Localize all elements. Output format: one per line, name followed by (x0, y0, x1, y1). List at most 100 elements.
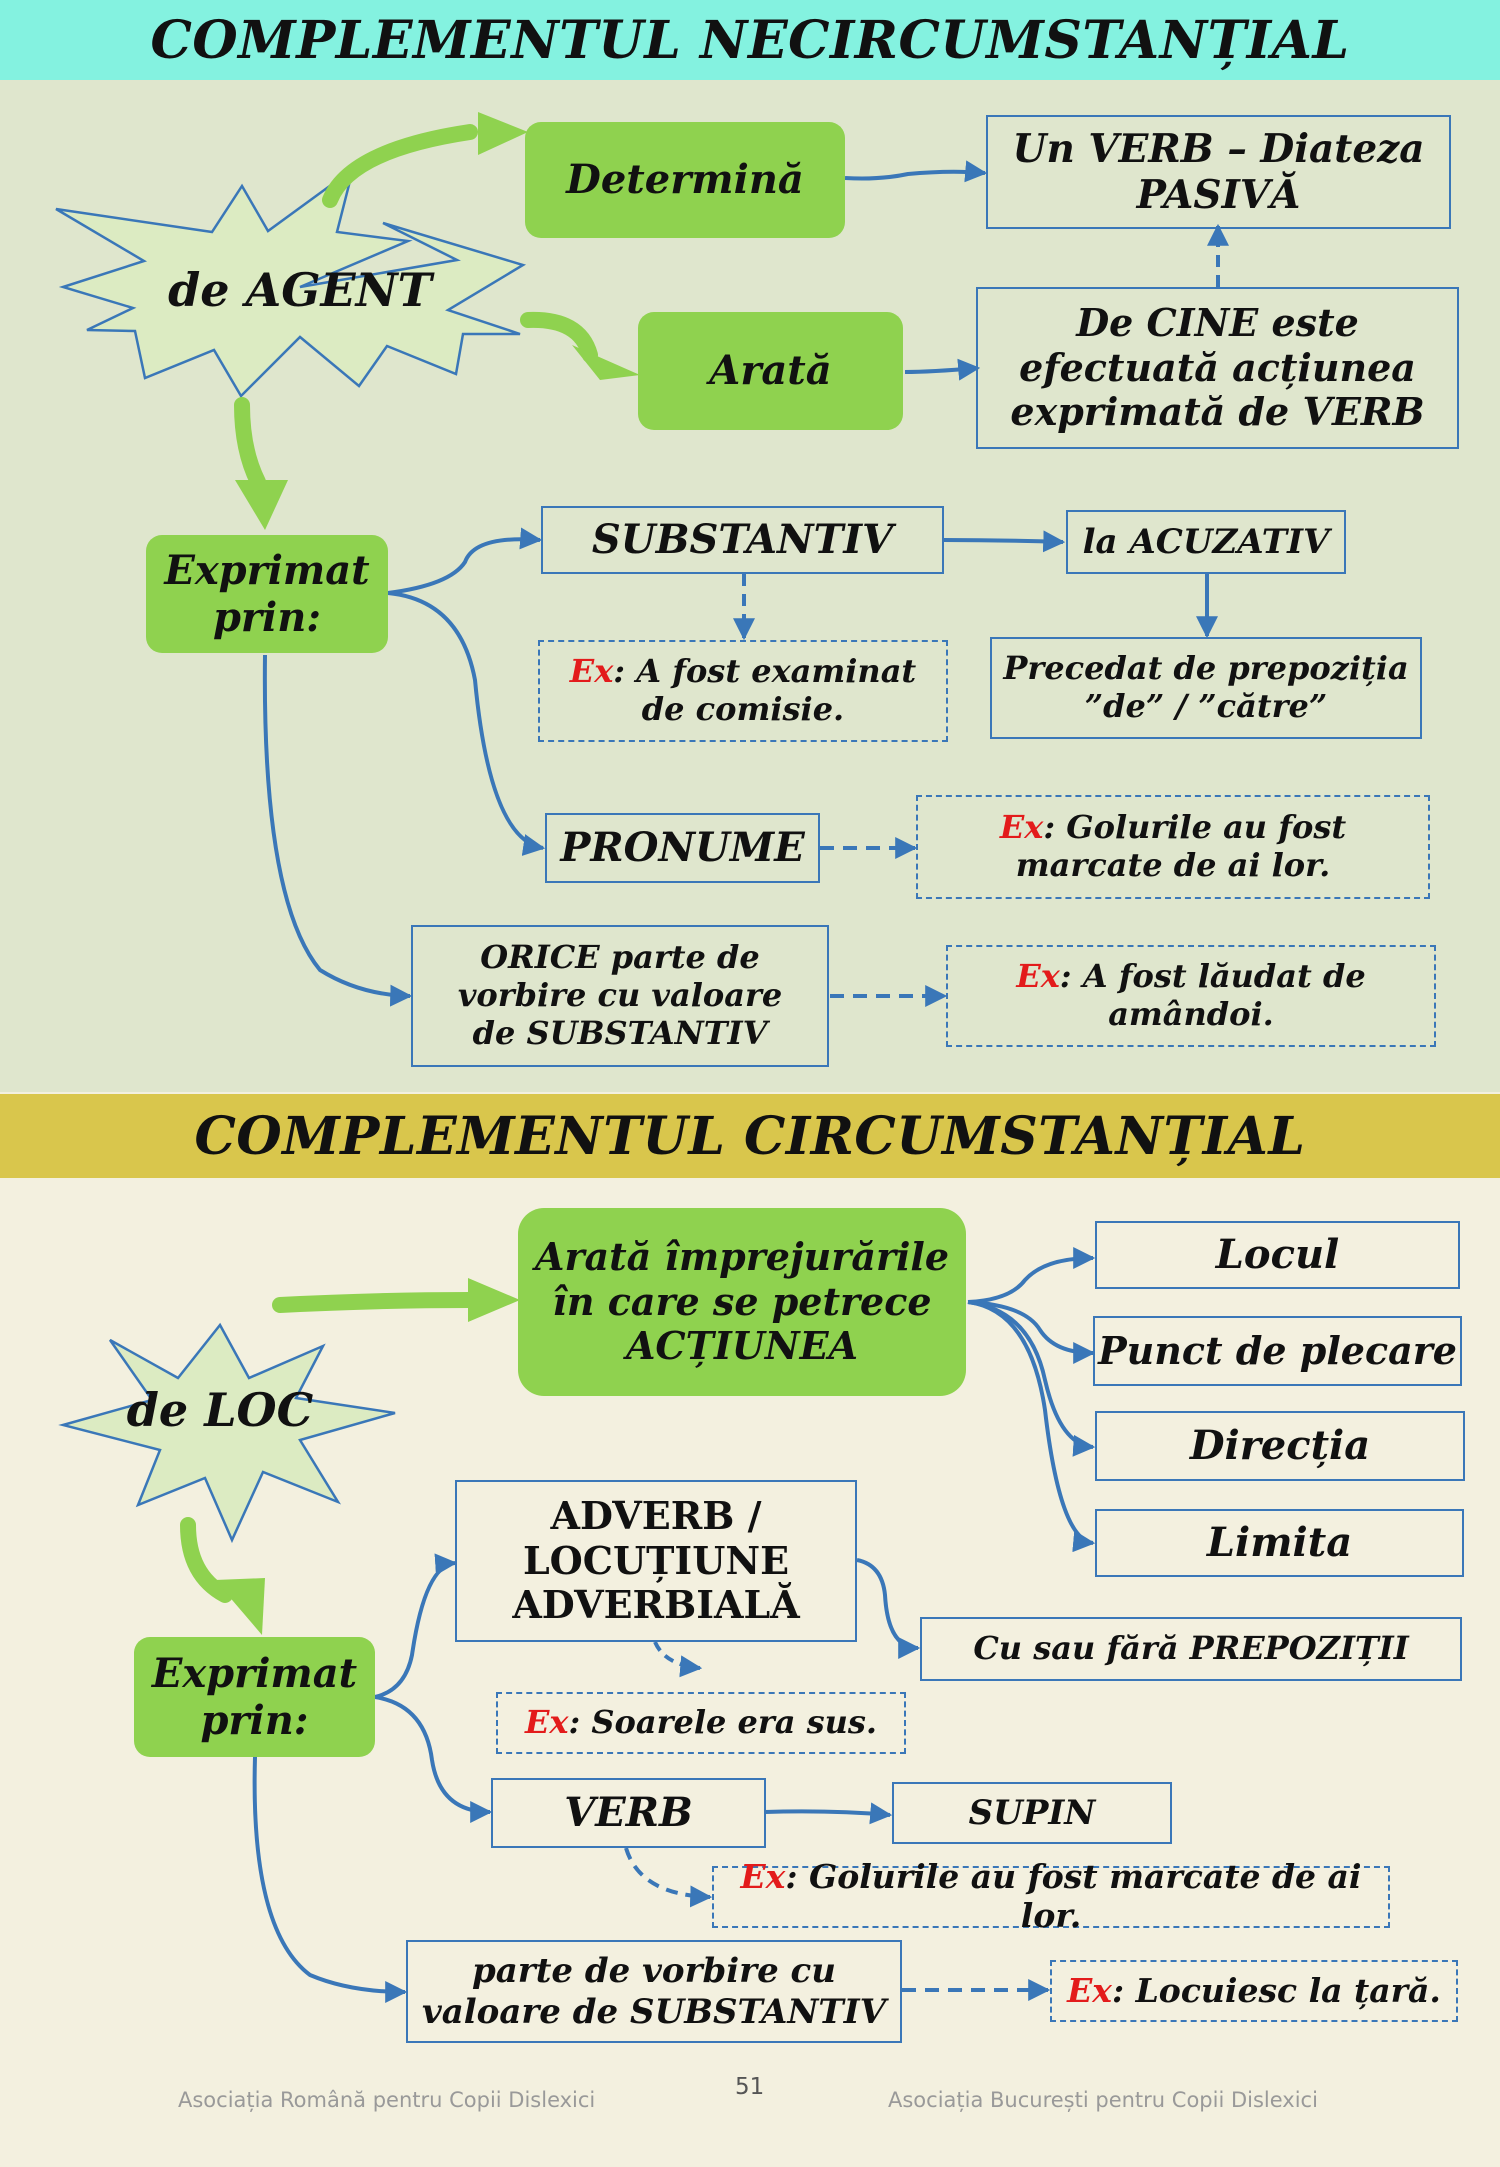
limita-label: Limita (1206, 1519, 1353, 1567)
line-arata-limita (967, 1300, 1096, 1553)
substantiv-label: SUBSTANTIV (591, 516, 894, 564)
orice-node: ORICE parte de vorbire cu valoare de SUB… (411, 925, 829, 1067)
prepozitii-label: Cu sau fără PREPOZIȚII (973, 1629, 1409, 1668)
la-acuzativ-label: la ACUZATIV (1082, 521, 1330, 562)
arrowhead-determina (478, 112, 528, 155)
adverb-node: ADVERB / LOCUȚIUNE ADVERBIALĂ (455, 1480, 857, 1642)
supin-node: SUPIN (892, 1782, 1172, 1844)
loc-star-outline (58, 1322, 396, 1544)
line-substantiv-acuzativ (943, 530, 1066, 553)
page-number: 51 (735, 2074, 765, 2100)
line-exprimat-adverb (374, 1553, 458, 1699)
line-arata-directia (967, 1300, 1096, 1457)
arrowhead-exprimat2 (215, 1578, 265, 1635)
pronume-node: PRONUME (545, 813, 820, 883)
arrowhead-exprimat1 (235, 480, 288, 530)
arrow-loc-exprimat (180, 1517, 233, 1603)
arrow-agent-exprimat (234, 397, 266, 490)
line-determina-verb (844, 160, 988, 183)
verb-node: VERB (491, 1778, 766, 1848)
arata-node: Arată (638, 312, 903, 430)
ex-adverb-text: Ex: Soarele era sus. (524, 1703, 877, 1742)
line-exprimat-orice (262, 654, 413, 1007)
determina-node: Determină (525, 122, 845, 238)
line-exprimat-parte (252, 1756, 408, 2003)
limita-node: Limita (1095, 1509, 1464, 1577)
ex-adverb-node: Ex: Soarele era sus. (496, 1692, 906, 1754)
ex-verb-text: Ex: Golurile au fost marcate de ai lor. (714, 1857, 1388, 1936)
section1-title: COMPLEMENTUL NECIRCUMSTANȚIAL (150, 9, 1350, 71)
ex-orice-node: Ex: A fost lăudat de amândoi. (946, 945, 1436, 1047)
verb-pasiva-label: Un VERB – Diateza PASIVĂ (1012, 125, 1425, 218)
ex-label: Ex (999, 808, 1044, 847)
de-cine-label: De CINE este efectuată acțiunea exprimat… (1010, 299, 1425, 435)
line-adverb-prepozitii (856, 1558, 921, 1659)
arata-imprejurarile-label: Arată împrejurările în care se petrece A… (534, 1233, 950, 1369)
line-exprimat-verb (374, 1695, 493, 1823)
verb-pasiva-node: Un VERB – Diateza PASIVĂ (986, 115, 1451, 229)
line-exprimat-substantiv (387, 527, 543, 595)
ex-orice-body: : A fost lăudat de amândoi. (1059, 957, 1366, 1033)
substantiv-node: SUBSTANTIV (541, 506, 944, 574)
line-verb-ex (624, 1847, 713, 1908)
determina-label: Determină (566, 156, 804, 204)
verb-label: VERB (564, 1789, 693, 1837)
ex-parte-node: Ex: Locuiesc la țară. (1050, 1960, 1458, 2022)
ex-label: Ex (524, 1703, 569, 1742)
ex-verb-body: : Golurile au fost marcate de ai lor. (785, 1857, 1362, 1935)
exprimat-node-2: Exprimat prin: (134, 1637, 375, 1757)
arrow-agent-determina (322, 124, 478, 208)
ex-substantiv-text: Ex: A fost examinat de comisie. (560, 652, 926, 729)
exprimat-label-1: Exprimat prin: (164, 546, 370, 641)
precedat-node: Precedat de prepoziția ”de” / ”către” (990, 637, 1422, 739)
line-arata-punct (967, 1300, 1096, 1364)
locul-node: Locul (1095, 1221, 1460, 1289)
ex-label: Ex (740, 1857, 786, 1897)
la-acuzativ-node: la ACUZATIV (1066, 510, 1346, 574)
section2-title: COMPLEMENTUL CIRCUMSTANȚIAL (194, 1105, 1306, 1167)
ex-pronume-text: Ex: Golurile au fost marcate de ai lor. (928, 808, 1418, 885)
arata-label: Arată (709, 347, 832, 395)
line-adverb-ex (653, 1641, 703, 1678)
arrowhead-arata (572, 345, 640, 380)
ex-substantiv-node: Ex: A fost examinat de comisie. (538, 640, 948, 742)
ex-orice-text: Ex: A fost lăudat de amândoi. (978, 957, 1404, 1034)
line-arata-locul (967, 1247, 1096, 1304)
ex-verb-node: Ex: Golurile au fost marcate de ai lor. (712, 1857, 1390, 1935)
line-arata-decine (904, 358, 981, 381)
ex-adverb-body: : Soarele era sus. (568, 1703, 877, 1742)
parte-node: parte de vorbire cu valoare de SUBSTANTI… (406, 1940, 902, 2043)
ex-parte-body: : Locuiesc la țară. (1111, 1970, 1441, 2010)
prepozitii-node: Cu sau fără PREPOZIȚII (920, 1617, 1462, 1681)
locul-label: Locul (1215, 1231, 1340, 1279)
supin-label: SUPIN (968, 1792, 1096, 1833)
punct-plecare-node: Punct de plecare (1093, 1316, 1462, 1386)
loc-star-label: de LOC (126, 1383, 314, 1437)
de-cine-node: De CINE este efectuată acțiunea exprimat… (976, 287, 1459, 449)
orice-label: ORICE parte de vorbire cu valoare de SUB… (457, 938, 783, 1052)
ex-label: Ex (1016, 957, 1060, 996)
footer-left: Asociația Română pentru Copii Dislexici (178, 2088, 596, 2112)
ex-pronume-node: Ex: Golurile au fost marcate de ai lor. (916, 795, 1430, 899)
arata-imprejurarile-node: Arată împrejurările în care se petrece A… (518, 1208, 966, 1396)
agent-star-shape (55, 165, 527, 399)
arrowhead-loc-arata (468, 1278, 520, 1322)
arrow-agent-arata (520, 311, 598, 363)
ex-label: Ex (1067, 1970, 1112, 2010)
ex-label: Ex (569, 652, 614, 691)
agent-star-label: de AGENT (168, 263, 432, 317)
pronume-label: PRONUME (560, 824, 805, 872)
ex-pronume-body: : Golurile au fost marcate de ai lor. (1015, 808, 1347, 884)
section2-title-band: COMPLEMENTUL CIRCUMSTANȚIAL (0, 1094, 1500, 1178)
ex-parte-text: Ex: Locuiesc la țară. (1067, 1970, 1441, 2011)
arrow-loc-arata (272, 1292, 478, 1313)
punct-plecare-label: Punct de plecare (1098, 1327, 1457, 1373)
footer-right: Asociația București pentru Copii Dislexi… (888, 2088, 1318, 2112)
directia-node: Direcția (1095, 1411, 1465, 1481)
section1-title-band: COMPLEMENTUL NECIRCUMSTANȚIAL (0, 0, 1500, 80)
parte-label: parte de vorbire cu valoare de SUBSTANTI… (421, 1951, 886, 2032)
precedat-label: Precedat de prepoziția ”de” / ”către” (1003, 649, 1409, 725)
adverb-label: ADVERB / LOCUȚIUNE ADVERBIALĂ (512, 1492, 800, 1628)
exprimat-node-1: Exprimat prin: (146, 535, 388, 653)
